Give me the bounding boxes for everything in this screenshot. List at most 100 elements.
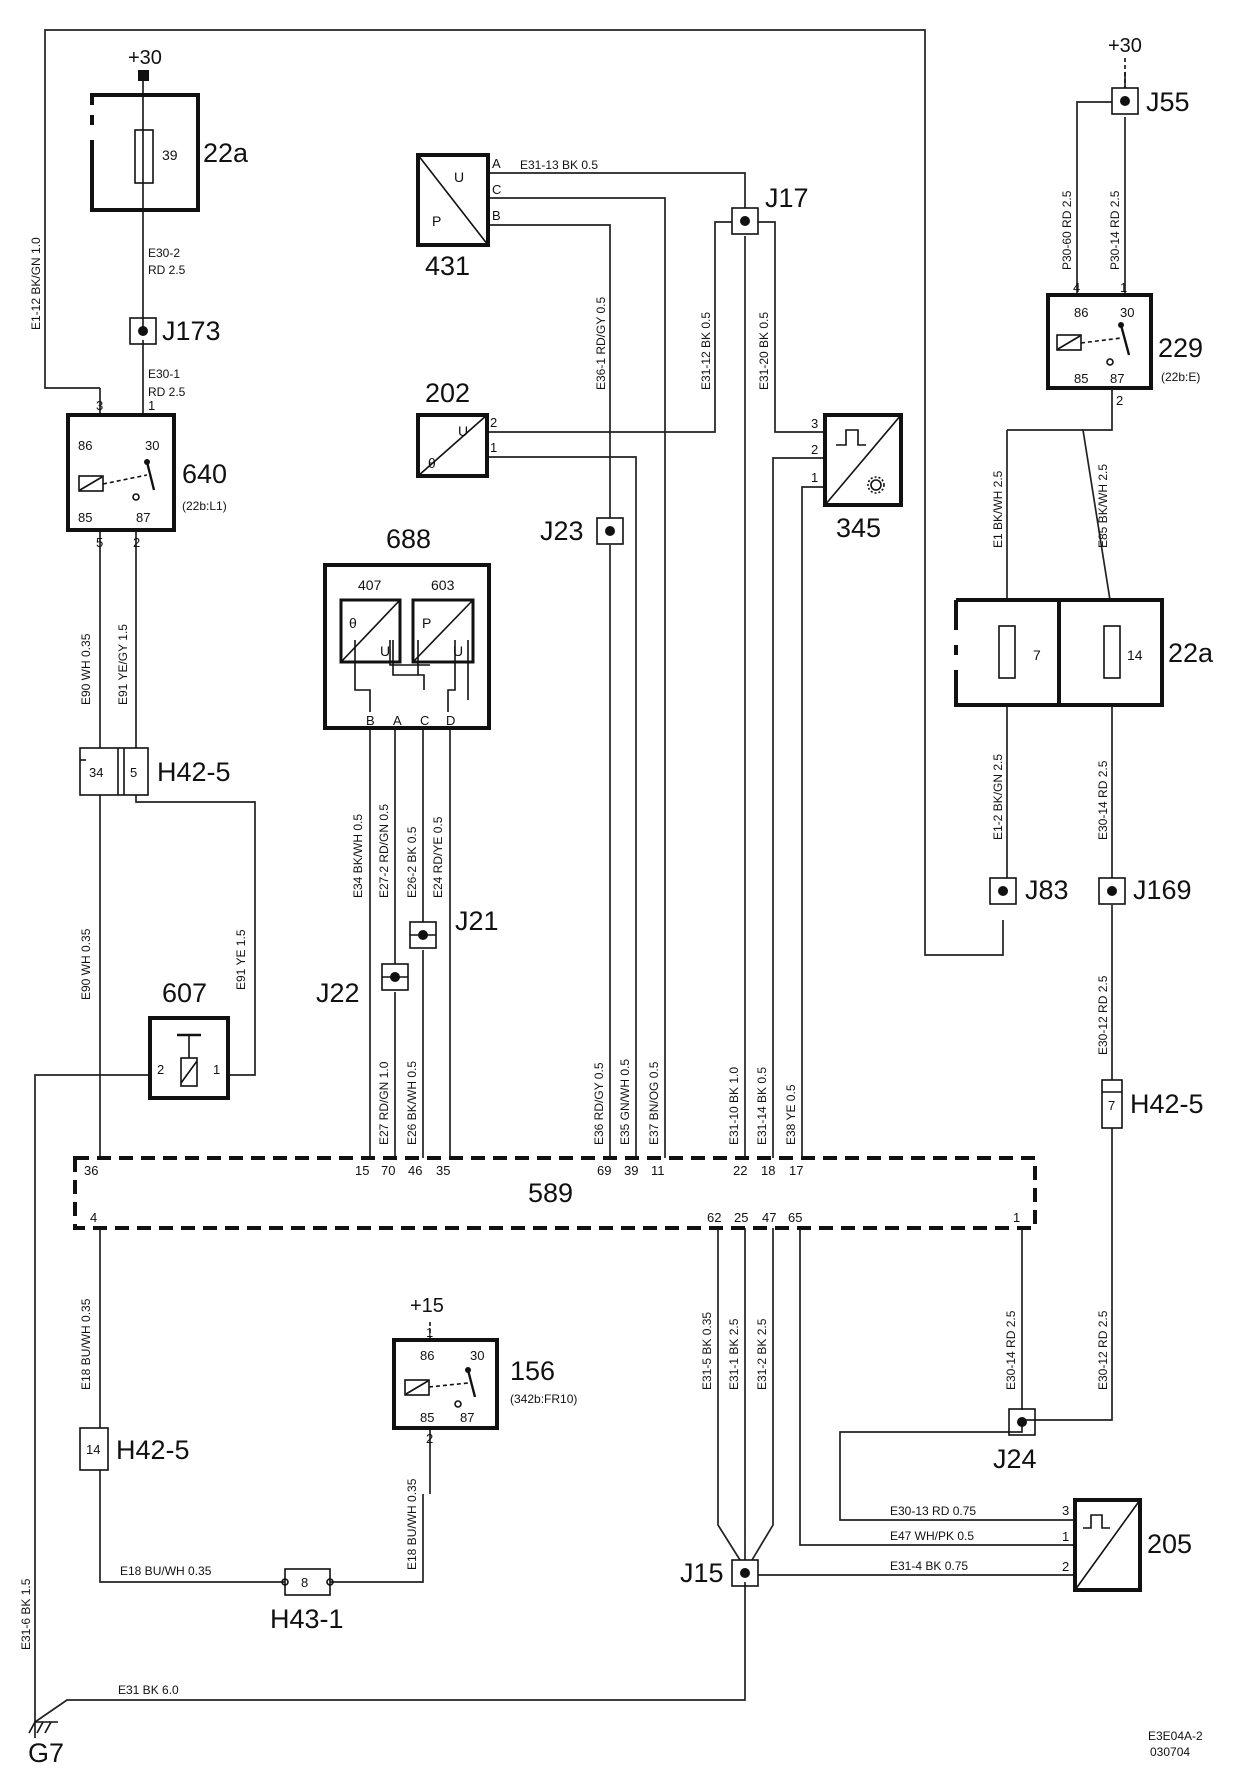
component-ref: (342b:FR10) <box>510 1392 577 1406</box>
svg-text:7: 7 <box>1033 647 1041 663</box>
wire-label: P30-14 RD 2.5 <box>1108 190 1122 270</box>
svg-text:D: D <box>446 713 455 728</box>
junction-label: J15 <box>680 1558 724 1588</box>
svg-text:62: 62 <box>707 1210 721 1225</box>
junction-j22: J22 <box>316 963 409 1008</box>
component-id: 431 <box>425 251 470 281</box>
junction-label: J169 <box>1133 875 1192 905</box>
component-id: 22a <box>1168 638 1214 668</box>
junction-j173: J173 <box>129 316 221 346</box>
wire-label: E30-1 <box>148 367 180 381</box>
wire-e30-13 <box>839 1228 1075 1521</box>
svg-text:47: 47 <box>762 1210 776 1225</box>
svg-text:C: C <box>420 713 429 728</box>
component-607: 607 2 1 <box>148 978 230 1100</box>
fuse-box-22a-mid: 7 14 22a <box>954 598 1214 707</box>
wire-label: E30-12 RD 2.5 <box>1096 1310 1110 1390</box>
connector-h42-5-b: 7 H42-5 <box>1101 1079 1204 1129</box>
svg-text:22: 22 <box>733 1163 747 1178</box>
connector-label: H42-5 <box>157 757 231 787</box>
junction-label: J22 <box>316 978 360 1008</box>
relay-156: +15 1 86 30 85 87 156 (342b:FR10) 2 <box>392 1295 577 1446</box>
svg-text:P: P <box>422 615 431 631</box>
wire-p30-60 <box>1076 101 1112 295</box>
supply-terminal <box>138 70 149 81</box>
junction-j83: J83 <box>989 875 1069 905</box>
svg-text:87: 87 <box>136 510 150 525</box>
junction-j55: +30 J55 <box>1108 35 1190 117</box>
wire-label: E31-5 BK 0.35 <box>700 1312 714 1390</box>
wire-e90-e91-top <box>99 530 137 748</box>
wire-label: E31-12 BK 0.5 <box>699 312 713 390</box>
component-ref: (22b:E) <box>1161 370 1200 384</box>
wire-label: E27 RD/GN 1.0 <box>377 1061 391 1145</box>
wire-e37 <box>488 197 666 1158</box>
connector-label: H43-1 <box>270 1604 344 1634</box>
svg-text:2: 2 <box>157 1062 164 1077</box>
component-box <box>90 93 200 212</box>
svg-text:2: 2 <box>426 1431 433 1446</box>
wire-label: E30-14 RD 2.5 <box>1096 760 1110 840</box>
wire-label: E31-10 BK 1.0 <box>727 1067 741 1145</box>
wire-e30-14-e30-12 <box>1022 705 1113 1421</box>
junction-j24: J24 <box>993 1408 1037 1474</box>
relay-switch-icon <box>466 1369 477 1398</box>
svg-text:30: 30 <box>145 438 159 453</box>
svg-text:1: 1 <box>1120 280 1127 295</box>
wire-label: RD 2.5 <box>148 385 186 399</box>
wire-label: E18 BU/WH 0.35 <box>120 1564 212 1578</box>
wire-e18 <box>99 1228 285 1583</box>
wire-label: E34 BK/WH 0.5 <box>351 814 365 898</box>
wire-label: E1-12 BK/GN 1.0 <box>29 237 43 330</box>
svg-text:30: 30 <box>1120 305 1134 320</box>
svg-text:18: 18 <box>761 1163 775 1178</box>
junction-label: J173 <box>162 316 221 346</box>
wire-label: RD 2.5 <box>148 263 186 277</box>
wire-e1-12 <box>44 29 1004 956</box>
wire-label: E30-12 RD 2.5 <box>1096 975 1110 1055</box>
svg-text:U: U <box>380 643 390 659</box>
wire-label: E31-2 BK 2.5 <box>755 1318 769 1390</box>
svg-text:U: U <box>454 169 464 185</box>
wire-label: E1-2 BK/GN 2.5 <box>991 754 1005 840</box>
svg-text:2: 2 <box>1116 393 1123 408</box>
wire-network <box>34 29 1126 1738</box>
svg-text:3: 3 <box>1062 1503 1069 1518</box>
junction-j17: J17 <box>731 183 809 235</box>
fuse-number: 39 <box>162 147 178 163</box>
ground-icon <box>28 1721 36 1734</box>
relay-coil-icon <box>404 1379 430 1396</box>
svg-text:1: 1 <box>426 1325 433 1340</box>
svg-text:U: U <box>458 423 468 439</box>
component-id: 229 <box>1158 333 1203 363</box>
svg-text:3: 3 <box>96 398 103 413</box>
svg-text:1: 1 <box>213 1062 220 1077</box>
sensor-202: 202 U θ 2 1 <box>416 378 497 478</box>
component-id: 22a <box>203 138 249 168</box>
wire-label: E1 BK/WH 2.5 <box>991 470 1005 548</box>
junction-label: J55 <box>1146 87 1190 117</box>
svg-text:17: 17 <box>789 1163 803 1178</box>
wire-label: E26 BK/WH 0.5 <box>405 1061 419 1145</box>
wire-label: E31-1 BK 2.5 <box>727 1318 741 1390</box>
svg-text:1: 1 <box>1062 1529 1069 1544</box>
component-id: 202 <box>425 378 470 408</box>
svg-text:θ: θ <box>349 615 357 631</box>
wire-e36-1 <box>488 224 611 518</box>
sensor-688: 688 407 603 θ U P U B A C D <box>323 524 491 730</box>
wire-label: E38 YE 0.5 <box>784 1084 798 1145</box>
wire-label: P30-60 RD 2.5 <box>1060 190 1074 270</box>
connector-h43-1: 8 H43-1 <box>270 1568 344 1634</box>
wire-e35 <box>487 456 637 1158</box>
svg-text:4: 4 <box>1073 280 1080 295</box>
gear-icon <box>870 479 882 491</box>
svg-text:85: 85 <box>1074 371 1088 386</box>
svg-text:P: P <box>432 213 441 229</box>
wire-label: E31-20 BK 0.5 <box>757 312 771 390</box>
svg-text:65: 65 <box>788 1210 802 1225</box>
junction-label: J23 <box>540 516 584 546</box>
wire-e91-bottom <box>135 795 256 1076</box>
wire-label: E26-2 BK 0.5 <box>405 826 419 898</box>
svg-text:70: 70 <box>381 1163 395 1178</box>
